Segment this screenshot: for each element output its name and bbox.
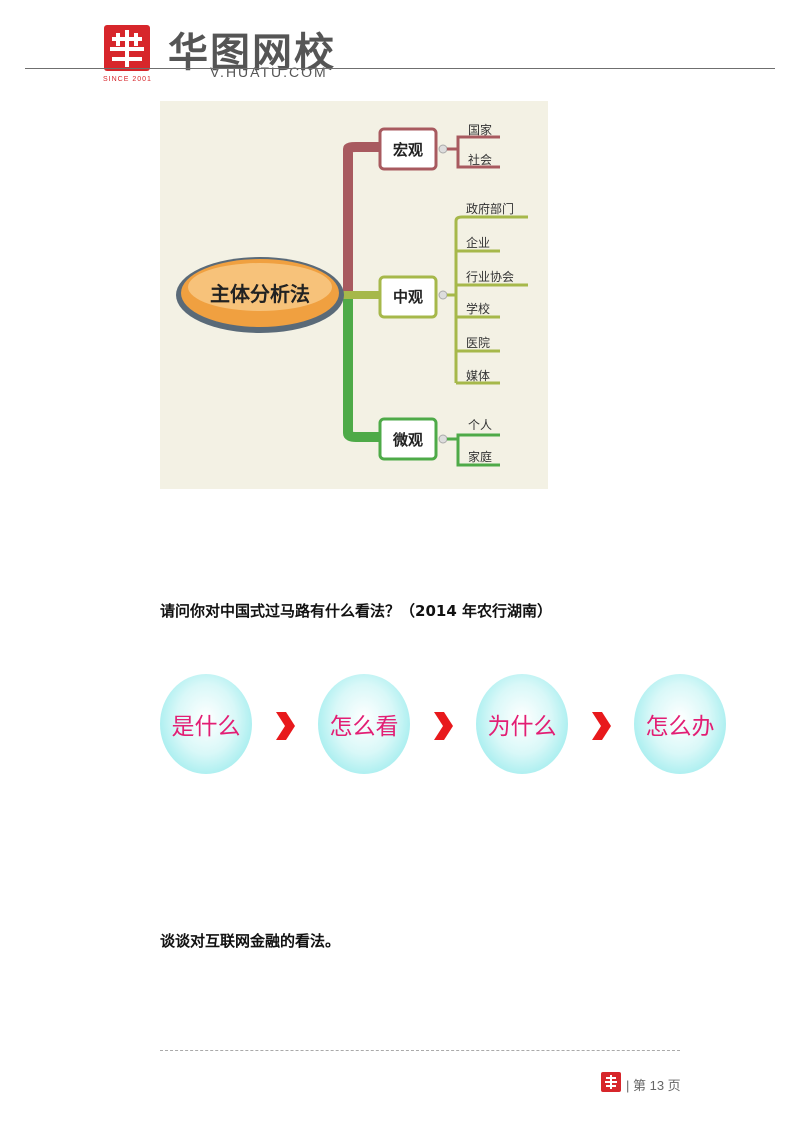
leaf-association: 行业协会 bbox=[466, 269, 514, 284]
question-1: 请问你对中国式过马路有什么看法？（2014 年农行湖南） bbox=[160, 602, 552, 620]
leaf-media: 媒体 bbox=[466, 369, 490, 383]
question-2: 谈谈对互联网金融的看法。 bbox=[160, 932, 341, 950]
flow-step-why: 为什么 bbox=[476, 674, 568, 774]
branch-box-micro bbox=[378, 417, 438, 461]
mind-map-diagram: 主体分析法 宏观 国家 社会 中观 政府部门 企业 行业协会 学校 医院 媒体 … bbox=[160, 101, 548, 489]
page-header: SINCE 2001 华图网校 V.HUATU.COM bbox=[0, 0, 800, 90]
since-text: SINCE 2001 bbox=[103, 76, 152, 83]
mind-map-svg: 主体分析法 宏观 国家 社会 中观 政府部门 企业 行业协会 学校 医院 媒体 … bbox=[176, 122, 528, 467]
leaf-country: 国家 bbox=[468, 122, 492, 137]
analysis-flow: 是什么 怎么看 为什么 怎么办 bbox=[160, 670, 730, 780]
flow-step-how: 怎么办 bbox=[634, 674, 726, 774]
chevron-right-icon bbox=[592, 712, 611, 740]
branch-label-macro: 宏观 bbox=[393, 141, 423, 159]
chevron-right-icon bbox=[434, 712, 453, 740]
flow-step-view: 怎么看 bbox=[318, 674, 410, 774]
branch-label-micro: 微观 bbox=[392, 431, 423, 449]
header-rule bbox=[25, 68, 775, 69]
leaf-school: 学校 bbox=[466, 301, 490, 316]
leaf-society: 社会 bbox=[468, 152, 492, 167]
leaf-individual: 个人 bbox=[468, 418, 492, 432]
brand-url: V.HUATU.COM bbox=[210, 64, 328, 80]
leaf-family: 家庭 bbox=[468, 449, 492, 464]
root-label: 主体分析法 bbox=[210, 282, 310, 306]
flow-step-what: 是什么 bbox=[160, 674, 252, 774]
branch-box-macro bbox=[378, 127, 438, 171]
chevron-right-icon bbox=[276, 712, 295, 740]
footer-logo-icon bbox=[601, 1072, 621, 1092]
leaf-enterprise: 企业 bbox=[466, 235, 490, 250]
footer-rule bbox=[160, 1050, 680, 1051]
huatu-logo-icon bbox=[104, 25, 150, 71]
leaf-hospital: 医院 bbox=[466, 336, 490, 350]
branch-line-micro bbox=[343, 291, 382, 442]
leaf-government: 政府部门 bbox=[466, 201, 514, 216]
page-number: | 第 13 页 bbox=[626, 1078, 681, 1093]
branch-label-meso: 中观 bbox=[393, 288, 423, 306]
branch-box-meso bbox=[378, 275, 438, 319]
branch-line-macro bbox=[343, 142, 382, 291]
